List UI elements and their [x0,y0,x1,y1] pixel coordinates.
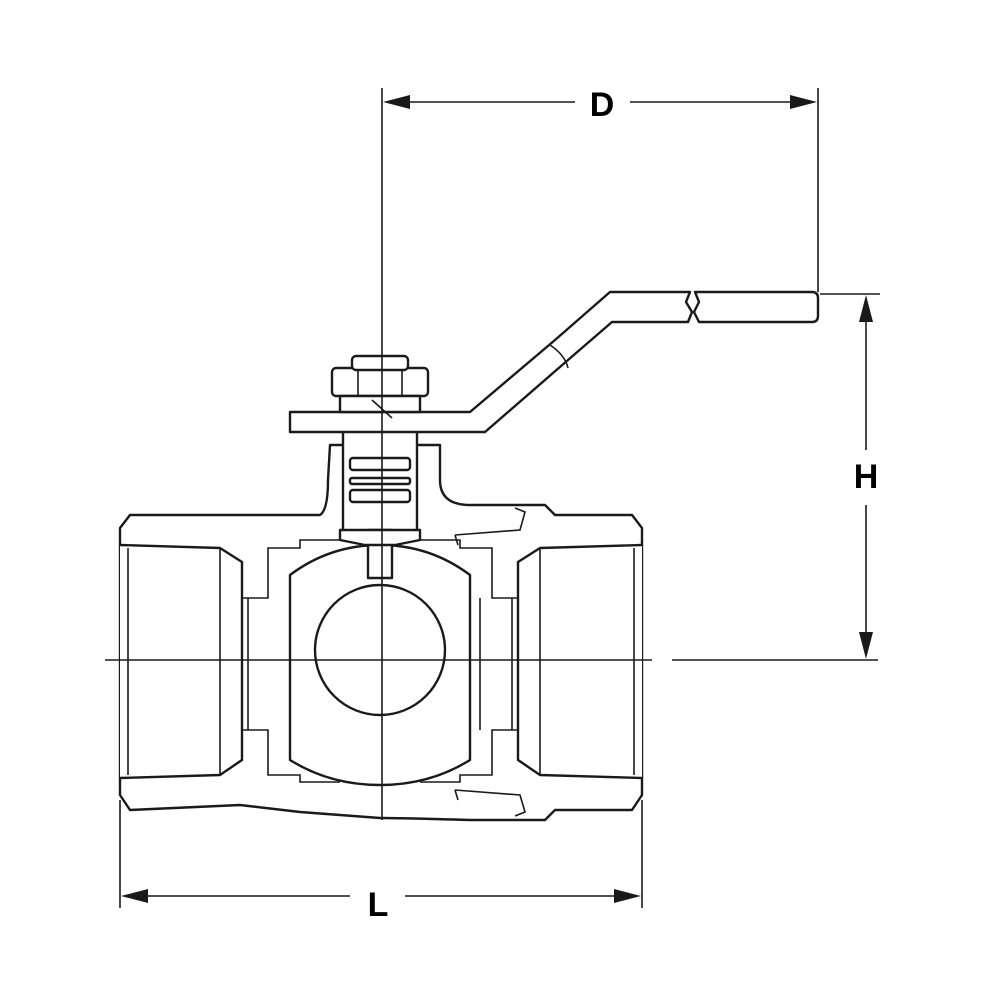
packing-ring-2 [348,488,412,504]
d-arrow-right [790,95,817,109]
handle-nut [330,366,430,398]
dimension-h: H [820,293,880,659]
l-label: L [368,886,389,924]
handle-lever [288,290,694,434]
body-bolt-bottom [454,789,526,817]
dimension-d: D [383,86,819,292]
d-arrow-left [383,95,410,109]
h-arrow-top [859,295,873,322]
lever-handle [288,290,820,434]
h-label: H [854,458,879,496]
left-seat [242,539,340,783]
l-arrow-left [121,889,148,903]
handle-washer [338,394,422,414]
handle-grip-sleeve [549,344,569,369]
d-label: D [590,86,615,124]
left-port [118,543,244,780]
stem-collar [338,528,422,547]
h-arrow-bottom [859,632,873,659]
handle-grip [692,290,820,324]
dimension-l: L [119,800,643,924]
handle-nut-top [350,354,410,372]
body-bolt-top [454,507,526,546]
center-lines [105,88,878,820]
stem-housing [341,418,419,534]
packing-ring-1 [348,456,412,472]
right-seat [420,539,518,783]
valve-body [118,418,644,822]
packing-ring-3 [348,476,412,486]
right-port [516,543,644,780]
ball-bore [313,583,447,717]
l-arrow-right [614,889,641,903]
